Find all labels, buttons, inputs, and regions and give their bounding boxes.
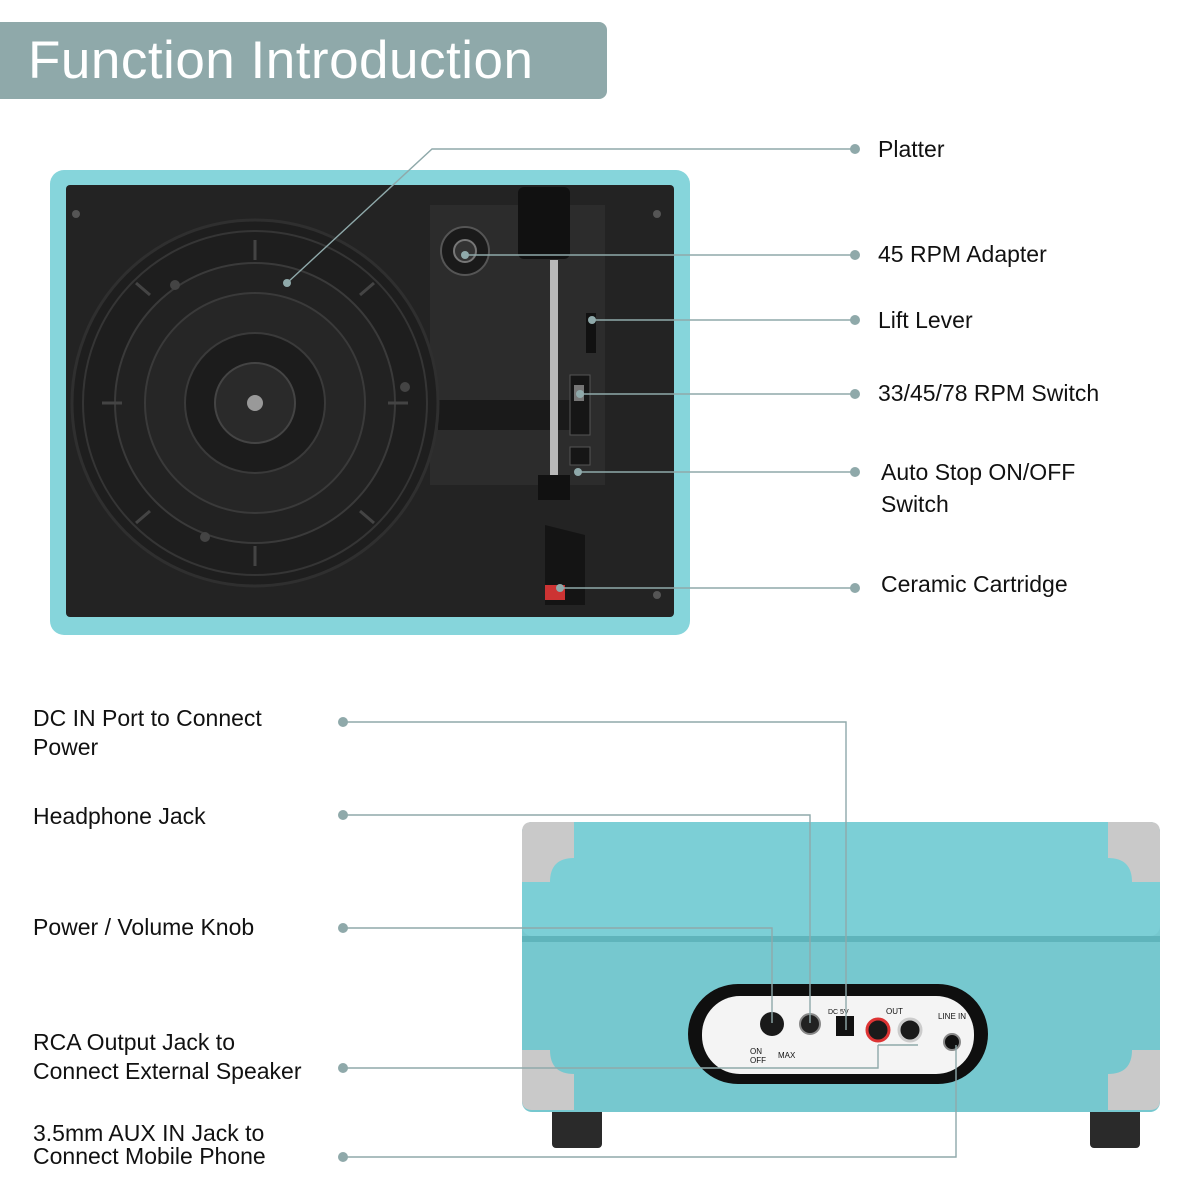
leader-platter [286, 148, 855, 284]
page-title: Function Introduction [28, 31, 534, 90]
turntable-side-photo: ON OFF MAX DC 5V OUT LINE IN [522, 822, 1160, 1148]
foot [552, 1108, 602, 1148]
callout-dot [338, 717, 348, 727]
leader-volume-knob [343, 927, 773, 1023]
tonearm-counterweight [518, 187, 570, 259]
panel-max-label: MAX [778, 1051, 796, 1060]
callout-dot [588, 316, 596, 324]
power-volume-knob [760, 1012, 784, 1036]
label-45-rpm-adapter: 45 RPM Adapter [878, 241, 1047, 267]
callout-dot [850, 250, 860, 260]
screw-icon [653, 591, 661, 599]
deck-slot [438, 400, 588, 430]
label-rca-line2: Connect External Speaker [33, 1058, 302, 1084]
screw-icon [72, 210, 80, 218]
tonearm [550, 260, 558, 490]
label-dc-in-line2: Power [33, 734, 99, 760]
label-rpm-switch: 33/45/78 RPM Switch [878, 380, 1100, 406]
corner-protector [522, 1050, 574, 1110]
label-platter: Platter [878, 136, 945, 162]
label-aux-line2: Connect Mobile Phone [33, 1143, 266, 1169]
panel-line-in-label: LINE IN [938, 1012, 966, 1021]
spindle [247, 395, 263, 411]
leader-headphone [343, 814, 811, 1023]
label-auto-stop-line1: Auto Stop ON/OFF [881, 459, 1076, 485]
callout-dot [283, 279, 291, 287]
panel-off-label: OFF [750, 1056, 766, 1065]
callout-dot [850, 389, 860, 399]
label-aux-line1: 3.5mm AUX IN Jack to [33, 1120, 265, 1146]
corner-protector [522, 822, 574, 882]
callout-dot [850, 315, 860, 325]
callout-dot [574, 468, 582, 476]
callout-dot [556, 584, 564, 592]
rca-jack-white [897, 1017, 923, 1043]
callout-dot [850, 467, 860, 477]
auto-stop-switch [569, 446, 591, 466]
foot [1090, 1108, 1140, 1148]
callout-dot [338, 810, 348, 820]
label-ceramic-cartridge: Ceramic Cartridge [881, 571, 1068, 597]
label-power-volume-knob: Power / Volume Knob [33, 914, 255, 940]
callout-dot [461, 251, 469, 259]
panel-dc-label: DC 5V [828, 1009, 849, 1016]
rca-jack-red [865, 1017, 891, 1043]
callout-dot [850, 583, 860, 593]
panel-on-label: ON [750, 1047, 762, 1056]
label-headphone-jack: Headphone Jack [33, 803, 206, 829]
corner-protector [1108, 1050, 1160, 1110]
screw-icon [653, 210, 661, 218]
lift-lever [586, 313, 596, 353]
dc-in-port [836, 1016, 854, 1036]
leader-dc-in [343, 721, 847, 1030]
title-banner: Function Introduction [0, 22, 607, 99]
corner-protector [1108, 822, 1160, 882]
leader-aux-in [343, 1045, 957, 1158]
turntable-top-photo [50, 170, 690, 635]
callout-dot [850, 144, 860, 154]
label-dc-in-line1: DC IN Port to Connect [33, 705, 262, 731]
label-lift-lever: Lift Lever [878, 307, 973, 333]
label-auto-stop-line2: Switch [881, 491, 949, 517]
callout-dot [576, 390, 584, 398]
callout-dot [338, 1063, 348, 1073]
callout-dot [338, 923, 348, 933]
callout-dot [338, 1152, 348, 1162]
panel-out-label: OUT [886, 1007, 903, 1016]
leader-rca [343, 1045, 879, 1069]
label-rca-line1: RCA Output Jack to [33, 1029, 235, 1055]
